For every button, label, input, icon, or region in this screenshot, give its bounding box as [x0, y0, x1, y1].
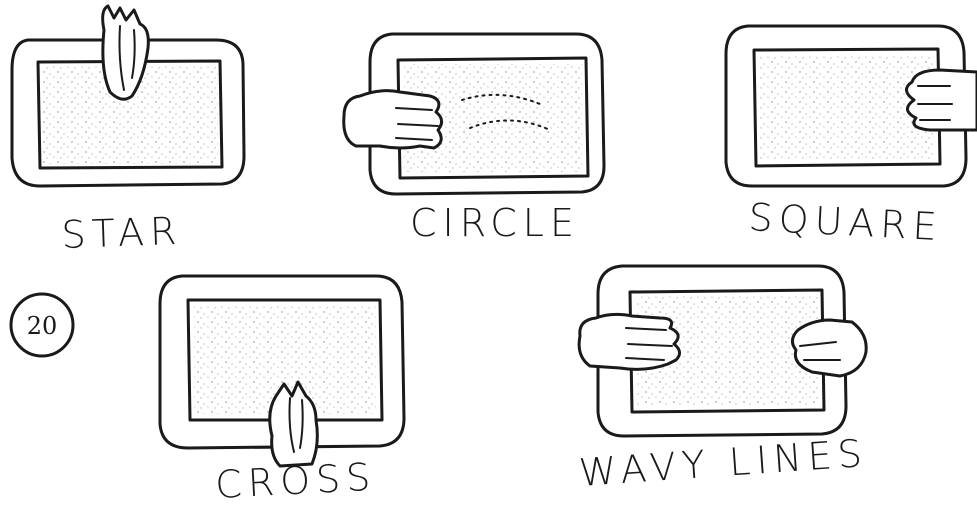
gesture-star-panel: STAR: [12, 6, 244, 257]
hand-icon: [906, 70, 977, 130]
left-hand-icon: [579, 314, 679, 369]
gesture-label: CROSS: [214, 455, 377, 506]
gesture-wavy-lines-panel: WAVY LINES: [578, 266, 870, 495]
page-number-badge: 20: [11, 294, 73, 356]
hand-icon: [344, 91, 442, 148]
gesture-label: SQUARE: [748, 195, 944, 249]
gesture-circle-panel: CIRCLE: [344, 34, 604, 245]
gesture-square-panel: SQUARE: [726, 26, 977, 249]
gesture-label: CIRCLE: [410, 201, 580, 245]
right-hand-icon: [792, 320, 866, 376]
gesture-label: STAR: [61, 209, 183, 257]
gesture-cross-panel: CROSS: [160, 276, 404, 506]
page-number: 20: [27, 312, 58, 340]
gesture-label: WAVY LINES: [578, 431, 870, 495]
